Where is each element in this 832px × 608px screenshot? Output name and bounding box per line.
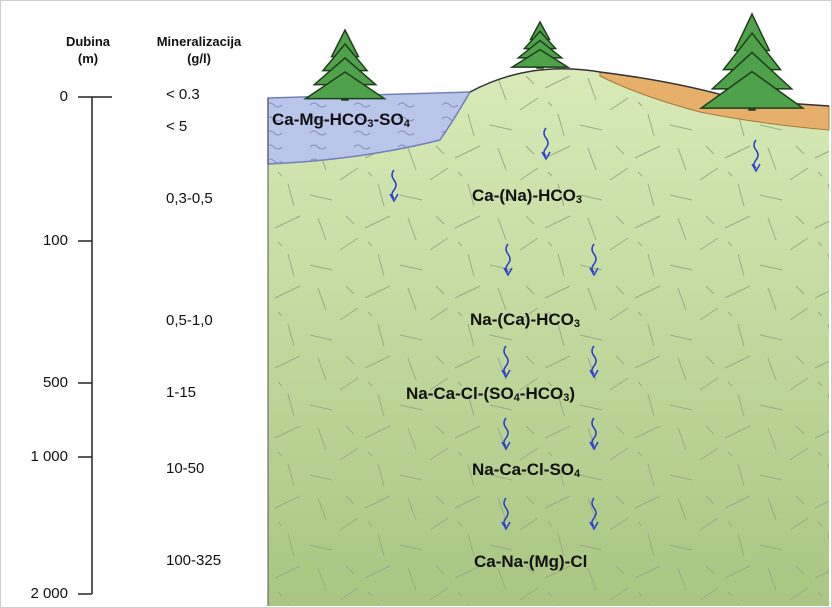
mineralization-value: < 5 <box>166 118 188 135</box>
water-type-label: Na-(Ca)-HCO3 <box>470 310 581 330</box>
water-type-label: Na-Ca-Cl-(SO4-HCO3) <box>406 384 576 404</box>
flow-arrow-icon <box>751 139 761 173</box>
water-type-label: Ca-Na-(Mg)-Cl <box>474 552 588 571</box>
depth-tick-label: 500 <box>42 374 68 391</box>
water-type-label: Ca-(Na)-HCO3 <box>472 186 583 206</box>
depth-tick-label: 0 <box>59 88 68 105</box>
depth-axis <box>78 96 112 595</box>
depth-tick-label: 2 000 <box>30 585 68 602</box>
tree-icon <box>303 28 387 101</box>
flow-arrow-icon <box>541 127 551 161</box>
tree-icon <box>698 12 806 111</box>
depth-unit: (m) <box>77 51 99 66</box>
tree-icon <box>509 20 571 69</box>
flow-arrow-icon <box>503 243 513 277</box>
flow-arrow-icon <box>589 497 599 531</box>
depth-header: Dubina (m) <box>50 33 126 67</box>
mineralization-title: Mineralizacija <box>156 34 242 49</box>
flow-arrow-icon <box>501 497 511 531</box>
mineralization-value: < 0.3 <box>166 86 200 103</box>
depth-tick-label: 1 000 <box>30 448 68 465</box>
water-type-label: Ca-Mg-HCO3-SO4 <box>272 110 410 130</box>
water-type-label: Na-Ca-Cl-SO4 <box>472 460 581 480</box>
flow-arrow-icon <box>501 417 511 451</box>
mineralization-value: 1-15 <box>166 384 197 401</box>
flow-arrow-icon <box>589 345 599 379</box>
mineralization-value: 100-325 <box>166 552 222 569</box>
flow-arrow-icon <box>589 243 599 277</box>
depth-title: Dubina <box>65 34 111 49</box>
mineralization-header: Mineralizacija (g/l) <box>140 33 258 67</box>
mineralization-value: 10-50 <box>166 460 205 477</box>
flow-arrow-icon <box>589 417 599 451</box>
mineralization-value: 0,5-1,0 <box>166 312 213 329</box>
mineralization-unit: (g/l) <box>187 51 211 66</box>
depth-tick-label: 100 <box>42 232 68 249</box>
flow-arrow-icon <box>501 345 511 379</box>
mineralization-value: 0,3-0,5 <box>166 190 213 207</box>
flow-arrow-icon <box>389 169 399 203</box>
